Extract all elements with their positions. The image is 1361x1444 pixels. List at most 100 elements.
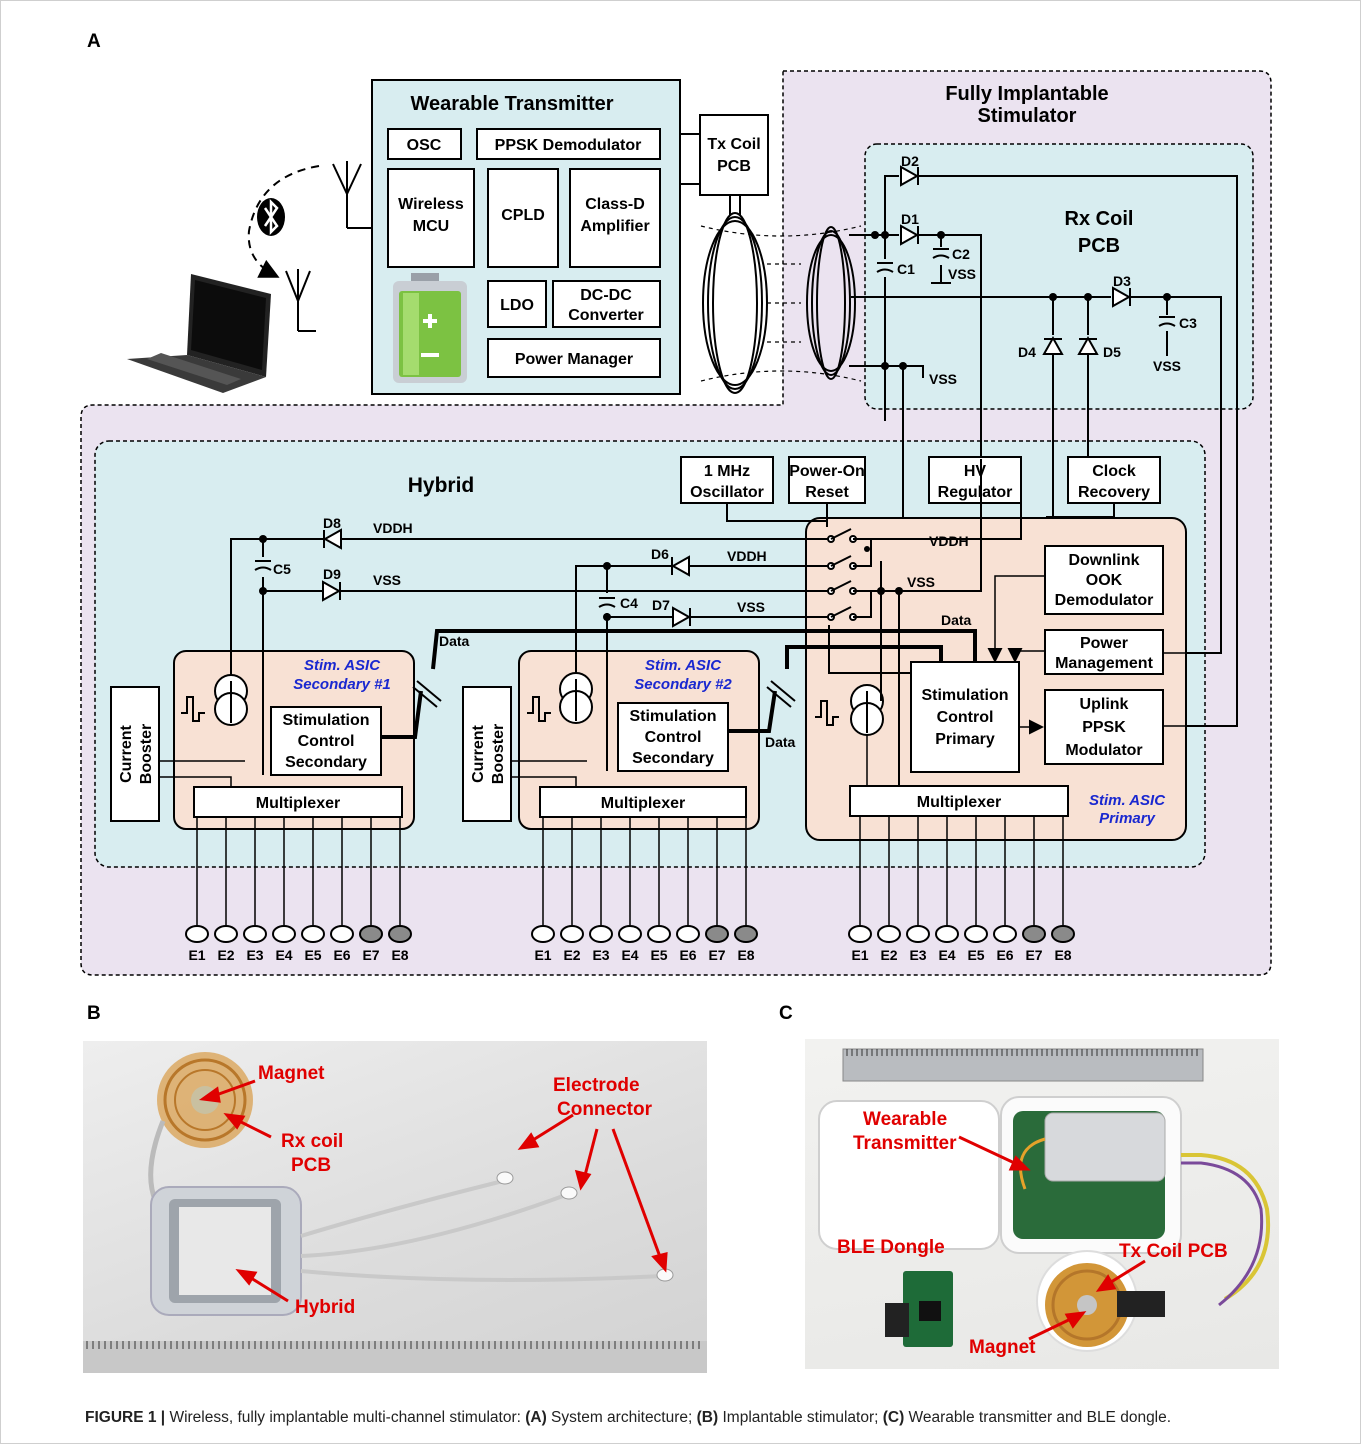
electrode-label-1: Electrode: [553, 1075, 640, 1097]
booster2-label-2: Booster: [490, 724, 507, 784]
scp-label-1: Stimulation: [921, 687, 1008, 704]
rx-coil-label-b-2: PCB: [291, 1155, 331, 1177]
wearable-label-c-2: Transmitter: [853, 1133, 956, 1155]
electrode-pad: [273, 926, 295, 942]
implant-photo: Magnet Rx coil PCB Hybrid Electrode Conn…: [83, 1041, 707, 1373]
sec2-label-1: Stim. ASIC: [645, 657, 722, 674]
tx-coil-label-1: Tx Coil: [707, 136, 760, 153]
d4-label: D4: [1018, 344, 1036, 360]
d6-label: D6: [651, 546, 669, 562]
electrode-pad: [878, 926, 900, 942]
caption-text-1: Wireless, fully implantable multi-channe…: [165, 1409, 525, 1426]
d7-label: D7: [652, 597, 670, 613]
vss-label-c3: VSS: [1153, 358, 1181, 374]
electrode-pad: [706, 926, 728, 942]
scs1-label-1: Stimulation: [282, 712, 369, 729]
wearable-label-c-1: Wearable: [863, 1109, 947, 1131]
electrode-label: E2: [217, 947, 234, 963]
classd-label-2: Amplifier: [580, 218, 649, 235]
vss-label-3: VSS: [907, 574, 935, 590]
electrode-pad: [532, 926, 554, 942]
downlink-label-2: OOK: [1086, 572, 1123, 589]
uplink-label-2: PPSK: [1082, 719, 1126, 736]
tx-coil-label-2: PCB: [717, 158, 751, 175]
electrode-label: E3: [246, 947, 263, 963]
scs1-label-2: Control: [298, 733, 355, 750]
classd-label-1: Class-D: [585, 196, 645, 213]
electrode-pad: [735, 926, 757, 942]
scs2-label-1: Stimulation: [629, 708, 716, 725]
osc1m-label-2: Oscillator: [690, 484, 764, 501]
electrode-label-2: Connector: [557, 1099, 652, 1121]
clk-label-2: Recovery: [1078, 484, 1150, 501]
data-label-1: Data: [439, 633, 470, 649]
electrode-label: E8: [1054, 947, 1071, 963]
c5-label: C5: [273, 561, 291, 577]
bluetooth-icon: [257, 198, 285, 236]
sec1-label-2: Secondary #1: [293, 676, 391, 693]
electrode-pad: [965, 926, 987, 942]
mcu-label-2: MCU: [413, 218, 449, 235]
battery-icon: [393, 273, 467, 383]
c4-label: C4: [620, 595, 638, 611]
vss-label-rx: VSS: [929, 371, 957, 387]
d5-label: D5: [1103, 344, 1121, 360]
electrode-pad: [331, 926, 353, 942]
pwrmgmt-label-1: Power: [1080, 635, 1128, 652]
figure-caption: FIGURE 1 | Wireless, fully implantable m…: [85, 1409, 1345, 1427]
rx-coil-title-2: PCB: [1078, 235, 1120, 257]
mux3-label: Multiplexer: [917, 794, 1001, 811]
osc-label: OSC: [407, 137, 442, 154]
electrode-label: E4: [621, 947, 638, 963]
electrode-label: E2: [880, 947, 897, 963]
electrode-pad: [936, 926, 958, 942]
caption-c: (C): [883, 1409, 905, 1426]
booster1-label-1: Current: [118, 724, 135, 782]
vddh-label-2: VDDH: [727, 548, 767, 564]
electrode-label: E6: [679, 947, 696, 963]
caption-text-3: Implantable stimulator;: [718, 1409, 883, 1426]
c1-label: C1: [897, 261, 915, 277]
electrode-pad: [619, 926, 641, 942]
data-label-3: Data: [765, 734, 796, 750]
pwrmgmt-label-2: Management: [1055, 655, 1153, 672]
implant-title-1: Fully Implantable: [945, 83, 1108, 105]
uplink-label-1: Uplink: [1080, 696, 1129, 713]
electrode-pad: [360, 926, 382, 942]
electrode-pad: [677, 926, 699, 942]
por-label-1: Power-On: [789, 463, 865, 480]
electrode-label: E1: [188, 947, 205, 963]
vddh-label-1: VDDH: [373, 520, 413, 536]
electrode-label: E7: [1025, 947, 1042, 963]
scp-label-3: Primary: [935, 731, 995, 748]
electrode-label: E7: [362, 947, 379, 963]
electrode-pad: [849, 926, 871, 942]
sec1-label-1: Stim. ASIC: [304, 657, 381, 674]
caption-text-2: System architecture;: [547, 1409, 697, 1426]
electrode-pad: [1052, 926, 1074, 942]
magnet-label-c: Magnet: [969, 1337, 1036, 1359]
downlink-label-1: Downlink: [1068, 552, 1139, 569]
caption-a: (A): [525, 1409, 547, 1426]
electrode-pad: [389, 926, 411, 942]
electrode-pad: [590, 926, 612, 942]
caption-text-4: Wearable transmitter and BLE dongle.: [904, 1409, 1171, 1426]
electrode-label: E7: [708, 947, 725, 963]
vss-label-1: VSS: [373, 572, 401, 588]
downlink-label-3: Demodulator: [1055, 592, 1154, 609]
booster1-label-2: Booster: [138, 724, 155, 784]
vddh-label-3: VDDH: [929, 533, 969, 549]
clk-label-1: Clock: [1092, 463, 1136, 480]
osc1m-label-1: 1 MHz: [704, 463, 750, 480]
mux1-label: Multiplexer: [256, 795, 340, 812]
electrode-label: E5: [967, 947, 984, 963]
dcdc-label-2: Converter: [568, 307, 644, 324]
electrode-pad: [1023, 926, 1045, 942]
cpld-label: CPLD: [501, 207, 545, 224]
mux2-label: Multiplexer: [601, 795, 685, 812]
rx-coil-title-1: Rx Coil: [1065, 208, 1134, 230]
electrode-pad: [244, 926, 266, 942]
transmitter-photo: Wearable Transmitter BLE Dongle Tx Coil …: [805, 1039, 1279, 1369]
electrode-label: E3: [909, 947, 926, 963]
electrode-label: E4: [275, 947, 292, 963]
